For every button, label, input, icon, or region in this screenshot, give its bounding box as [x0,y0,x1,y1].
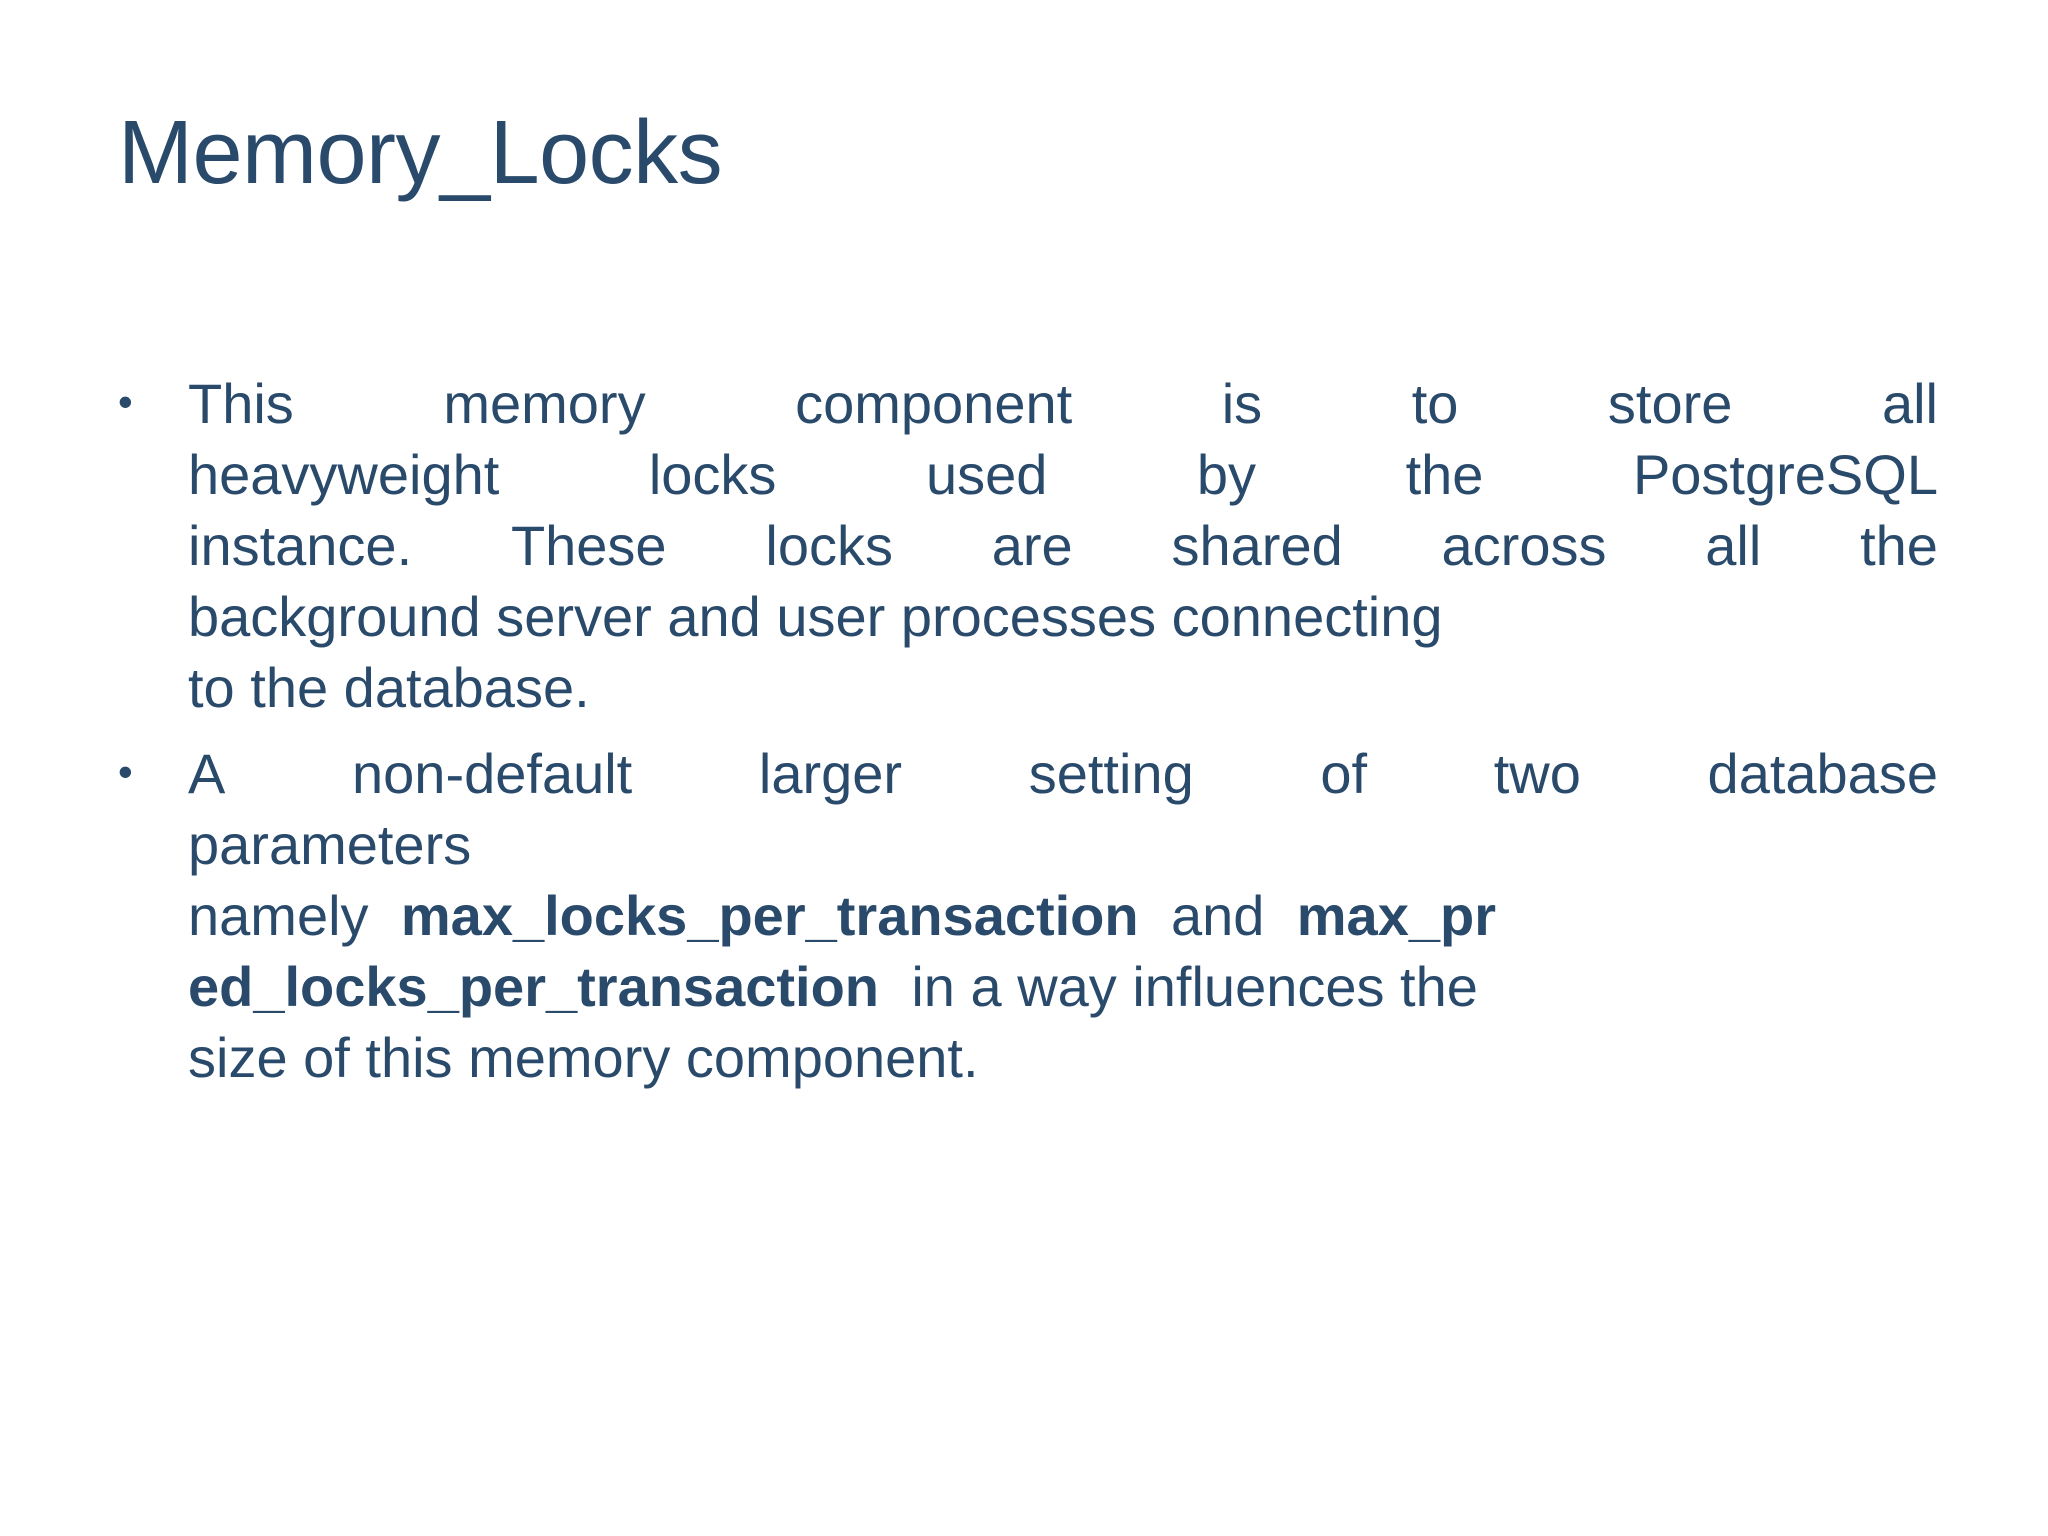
word: is [1221,372,1263,435]
bullet-1-line-5: to the database. [188,652,1938,723]
bullet-2-line-1: A non-default larger setting of two data… [188,738,1938,809]
bullet-2-line-3: namely max_locks_per_transaction and max… [188,880,1938,951]
line-text: background server and user processes con… [188,585,1443,649]
word: instance. [188,514,413,578]
word: the [1860,514,1938,578]
word: across [1441,514,1607,578]
word: to [1411,372,1459,435]
bullet-1-line-2: heavyweight locks used by the PostgreSQL [188,439,1938,510]
text-segment: in a way influences the [895,954,1478,1018]
word: non-default [352,741,633,805]
slide-body: • This memory component is to store all … [118,368,1938,1107]
bullet-item-2: • A non-default larger setting of two da… [118,738,1938,1094]
bullet-text-1: This memory component is to store all he… [188,368,1938,724]
word: all [1881,372,1938,435]
line-text: parameters [188,812,472,876]
word: store [1607,372,1733,435]
line-text: to the database. [188,656,590,720]
word: larger [758,741,903,805]
bullet-marker-icon: • [118,378,133,425]
bullet-2-line-5: size of this memory component. [188,1022,1938,1093]
word: A [188,741,226,805]
word: used [925,443,1048,507]
word: the [1405,443,1484,507]
word: locks [648,443,777,507]
word: by [1196,443,1257,507]
word: database [1707,741,1938,805]
word: This [188,372,294,435]
bullet-1-line-1: This memory component is to store all [188,368,1938,439]
param-name-max-locks-per-transaction: max_locks_per_transaction [400,883,1139,947]
word: component [795,372,1073,435]
word: shared [1171,514,1343,578]
word: of [1320,741,1368,805]
word: setting [1028,741,1194,805]
word: are [991,514,1073,578]
word: memory [443,372,646,435]
word: all [1705,514,1762,578]
bullet-1-line-3: instance. These locks are shared across … [188,510,1938,581]
bullet-2-line-2: parameters [188,809,1938,880]
word: locks [765,514,893,578]
page-title: Memory_Locks [118,103,723,203]
param-name-max-pred-part2: ed_locks_per_transaction [188,954,879,1018]
word: two [1493,741,1581,805]
bullet-2-line-4: ed_locks_per_transaction in a way influe… [188,951,1938,1022]
text-segment: size of this memory component. [188,1025,979,1089]
bullet-1-line-4: background server and user processes con… [188,581,1938,652]
word: These [510,514,667,578]
word: heavyweight [188,443,500,507]
bullet-item-1: • This memory component is to store all … [118,368,1938,724]
bullet-marker-icon: • [118,747,133,795]
text-segment: and [1155,883,1280,947]
text-segment: namely [188,883,385,947]
word: PostgreSQL [1632,443,1938,507]
param-name-max-pred-part1: max_pr [1296,883,1496,947]
bullet-text-2: A non-default larger setting of two data… [188,738,1938,1094]
